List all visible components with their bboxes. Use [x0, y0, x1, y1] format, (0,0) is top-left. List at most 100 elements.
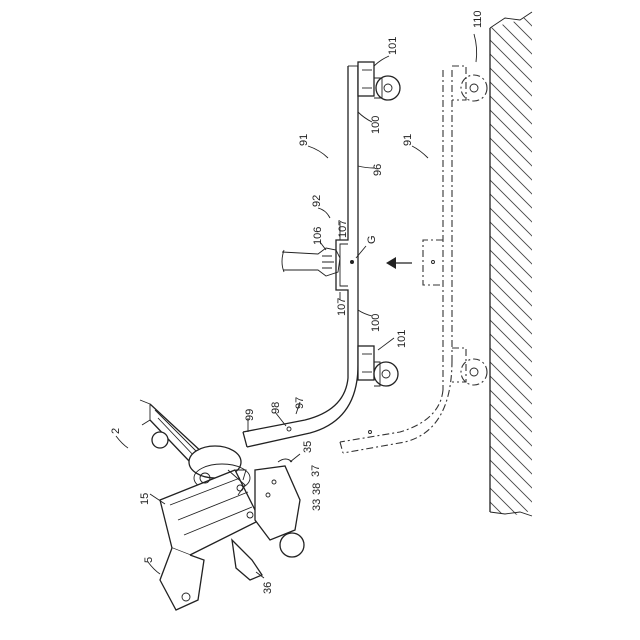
robot-arm-2 [140, 400, 304, 610]
dashed-cg-dot [432, 261, 435, 264]
hatch-line [488, 0, 536, 44]
hatch-line [488, 402, 536, 450]
arm-joint-small [152, 432, 168, 448]
hatch-line [488, 24, 536, 72]
hand-unit-15 [160, 470, 260, 555]
label-38: 38 [311, 483, 323, 495]
label-100-bottom: 100 [370, 314, 382, 332]
label-92: 92 [311, 195, 323, 207]
hatch-line [488, 80, 536, 128]
hatch-line [488, 94, 536, 142]
hatch-line [488, 52, 536, 100]
label-37: 37 [310, 465, 322, 477]
hatch-line [488, 108, 536, 156]
hatch-line [488, 332, 536, 380]
hatch-line [488, 542, 536, 590]
arm-tip-99 [243, 432, 247, 447]
hatch-line [488, 374, 536, 422]
hatch-line [488, 514, 536, 562]
label-33: 33 [311, 499, 323, 511]
arrow-head [386, 257, 396, 269]
caster-101-bottom [358, 346, 398, 386]
pin-hole-98 [287, 427, 291, 431]
dashed-tip [340, 442, 343, 453]
handle-92-outer [336, 230, 348, 300]
leader-110 [474, 34, 477, 62]
hatch-line [488, 262, 536, 310]
leader-35 [290, 454, 300, 462]
hand-fingers [322, 256, 334, 268]
label-101-bottom: 101 [396, 330, 408, 348]
hatch-line [488, 556, 536, 604]
dashed-caster-hub-bottom [470, 368, 478, 376]
dashed-handle [423, 240, 443, 285]
hatch-line [488, 444, 536, 492]
movement-arrow [386, 257, 412, 269]
label-35: 35 [302, 441, 314, 453]
gripper-5 [160, 548, 204, 610]
leader-2 [116, 436, 128, 448]
dashed-caster-bracket-bottom [452, 348, 466, 382]
hatch-line [488, 150, 536, 198]
hatch-line [488, 486, 536, 534]
label-107-bottom: 107 [336, 298, 348, 316]
hatch-line [488, 38, 536, 86]
hatch-line [488, 220, 536, 268]
hatch-line [488, 136, 536, 184]
hatch-line [488, 0, 536, 30]
hatch-line [488, 248, 536, 296]
hatch-line [488, 430, 536, 478]
hatch-line [488, 500, 536, 548]
label-107-top: 107 [337, 220, 349, 238]
hatch-line [488, 458, 536, 506]
center-of-gravity-G [350, 260, 354, 264]
label-97: 97 [294, 397, 306, 409]
caster-bracket-top [358, 62, 374, 96]
label-91-a: 91 [298, 134, 310, 146]
dashed-hole [369, 431, 372, 434]
leader-91-b [412, 146, 428, 158]
label-106: 106 [312, 227, 324, 245]
hatch-line [488, 346, 536, 394]
label-2: 2 [110, 428, 122, 434]
hatch-line [488, 304, 536, 352]
caster-wheel-bottom [374, 362, 398, 386]
hatch-line [488, 234, 536, 282]
hatch-line [488, 276, 536, 324]
hatch-line [488, 178, 536, 226]
label-101-top: 101 [387, 37, 399, 55]
leader-101-top [374, 56, 389, 66]
dashed-caster-wheel-bottom [461, 359, 487, 385]
connector-body [255, 466, 300, 540]
operator-hand [282, 248, 340, 276]
hatch-line [488, 360, 536, 408]
label-91-b: 91 [402, 134, 414, 146]
dashed-caster-bracket-top [452, 66, 466, 100]
label-99: 99 [244, 409, 256, 421]
connector-roller [280, 533, 304, 557]
dashed-caster-hub-top [470, 84, 478, 92]
dashed-bend [340, 390, 443, 442]
dashed-caster-wheel-top [461, 75, 487, 101]
hatch-line [488, 192, 536, 240]
label-15: 15 [139, 493, 151, 505]
arm-break [140, 400, 150, 425]
floor-break-bottom [490, 512, 532, 516]
leader-92 [318, 208, 330, 218]
caster-wheel-top [376, 76, 400, 100]
label-G: G [366, 235, 378, 244]
floor-structure-110 [488, 0, 536, 604]
hatch-line [488, 416, 536, 464]
label-100-top: 100 [370, 116, 382, 134]
gripper-finger-36 [232, 540, 262, 580]
hatch-line [488, 318, 536, 366]
hatch-line [488, 290, 536, 338]
handle-92-inner [340, 244, 348, 286]
hatch-line [488, 164, 536, 212]
leader-91-a [308, 146, 328, 158]
cart-91-alternate-position [340, 66, 487, 453]
label-36: 36 [262, 582, 274, 594]
label-110: 110 [472, 10, 484, 28]
